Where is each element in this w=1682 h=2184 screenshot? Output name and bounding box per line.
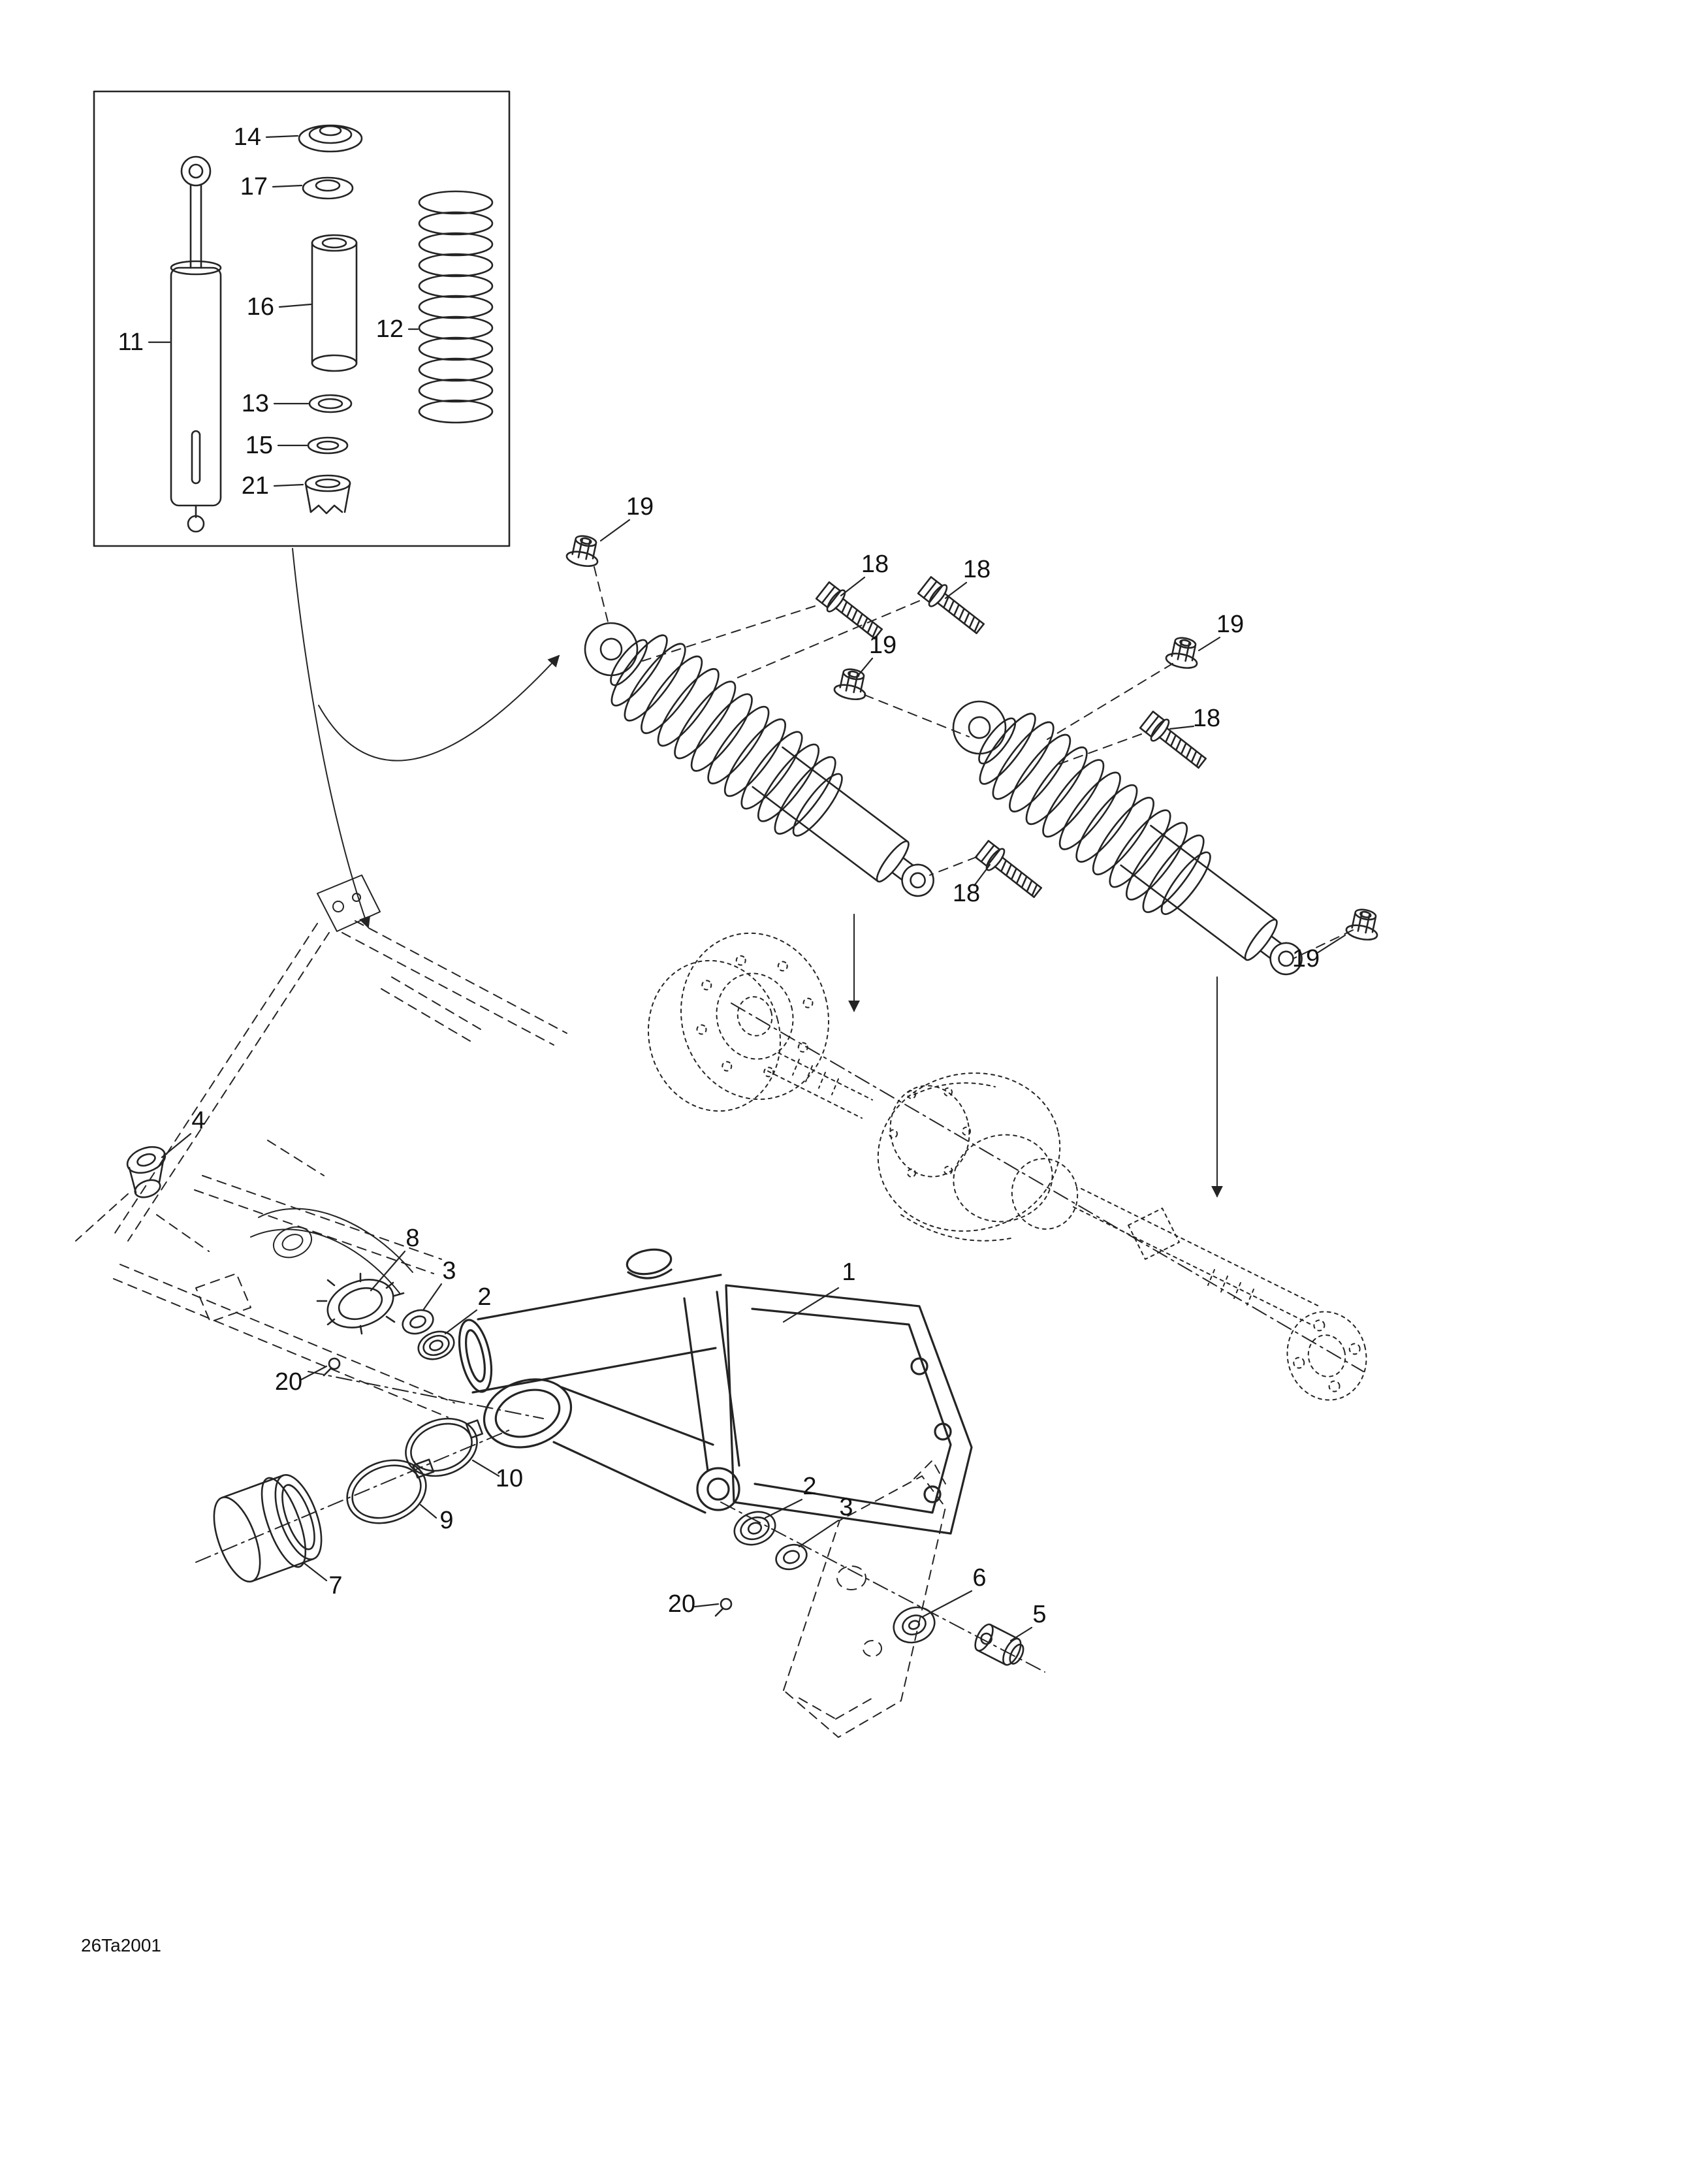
- pointer-arrows: [292, 548, 1223, 1198]
- callout-2a: 2: [477, 1283, 491, 1311]
- axle-centerline: [731, 1003, 1364, 1372]
- callout-19b: 19: [869, 632, 897, 659]
- callout-10: 10: [496, 1465, 523, 1492]
- callout-17: 17: [240, 173, 268, 201]
- bearing-race-8: [316, 1272, 405, 1335]
- differential-housing: [877, 1072, 1079, 1242]
- bolt-5: [974, 1623, 1024, 1666]
- inset-sleeve-16: [311, 234, 358, 372]
- cup-7: [213, 1473, 323, 1583]
- fastener-alignment-lines: [594, 566, 1354, 959]
- callout-9: 9: [439, 1507, 453, 1534]
- callout-19a: 19: [626, 493, 654, 521]
- boot-and-clamps: 10 9 7: [195, 1417, 523, 1599]
- axle-assembly: [647, 932, 1367, 1401]
- inset-panel: 14 17 16 11 12 13 15 21: [93, 90, 511, 547]
- inset-seal-15: [307, 436, 349, 455]
- callout-18c: 18: [1193, 705, 1220, 732]
- clamp-ring-10: [405, 1417, 484, 1477]
- callout-18b: 18: [963, 556, 991, 583]
- callout-12: 12: [376, 315, 404, 343]
- callout-4: 4: [191, 1107, 205, 1134]
- callout-20a: 20: [275, 1368, 302, 1396]
- shock-absorber-front: [561, 595, 960, 929]
- bolt-18b: [915, 573, 989, 640]
- document-code: 26Ta2001: [81, 1935, 161, 1955]
- swingarm-1: [458, 1248, 973, 1535]
- leader-1: [782, 1287, 840, 1323]
- inset-washer-17: [302, 176, 354, 200]
- callout-19c: 19: [1216, 611, 1244, 638]
- shock-absorber-rear: [929, 673, 1328, 1007]
- washer-6: [893, 1606, 936, 1644]
- wheel-hub: [1286, 1311, 1367, 1401]
- inset-cup-21: [304, 474, 351, 515]
- callout-3a: 3: [442, 1257, 456, 1285]
- callout-19d: 19: [1292, 945, 1320, 972]
- inset-border: [93, 90, 511, 547]
- callout-1: 1: [842, 1259, 855, 1286]
- lower-frame-bracket: [783, 1460, 946, 1738]
- shock-callout-leaders: [599, 519, 1346, 955]
- pivot-bearing-stack-bottom: 2 3 20 6 5: [668, 1473, 1047, 1673]
- callout-6: 6: [972, 1564, 986, 1592]
- callout-13: 13: [242, 390, 269, 417]
- clamp-ring-9: [346, 1458, 435, 1524]
- callout-21: 21: [242, 472, 269, 500]
- inset-leader-lines: [148, 135, 419, 487]
- clip-20-left: [323, 1357, 341, 1377]
- callout-5: 5: [1032, 1601, 1046, 1628]
- inset-oring-13: [308, 394, 353, 413]
- nut-19d: [1344, 906, 1383, 943]
- bearing-2-bottom: [733, 1511, 776, 1546]
- bushing-4: [75, 1146, 167, 1242]
- nut-19b: [832, 666, 871, 703]
- seal-3-left: [402, 1309, 434, 1335]
- leader-4: [161, 1132, 192, 1159]
- nut-19a: [564, 532, 603, 570]
- clip-20-bottom: [714, 1598, 733, 1617]
- brake-disc: [680, 932, 829, 1100]
- callout-8: 8: [405, 1225, 419, 1252]
- callout-2b: 2: [802, 1473, 816, 1500]
- callout-7: 7: [328, 1572, 342, 1599]
- callout-14: 14: [234, 123, 261, 151]
- inset-shock-absorber-11: [170, 155, 222, 533]
- bearing-2-left: [417, 1330, 455, 1360]
- callout-15: 15: [246, 432, 273, 459]
- frame: [113, 875, 567, 1418]
- callout-20b: 20: [668, 1590, 695, 1618]
- seal-3-bottom: [775, 1543, 808, 1571]
- callout-3b: 3: [839, 1494, 853, 1521]
- pivot-bearing-stack-left: 8 3 2 20: [275, 1225, 544, 1419]
- callout-18a: 18: [861, 551, 889, 578]
- inset-coil-spring-12: [418, 190, 494, 424]
- callout-16: 16: [247, 293, 274, 321]
- callout-18d: 18: [953, 880, 980, 907]
- callout-11: 11: [118, 329, 144, 356]
- inset-spring-cap-14: [298, 124, 363, 153]
